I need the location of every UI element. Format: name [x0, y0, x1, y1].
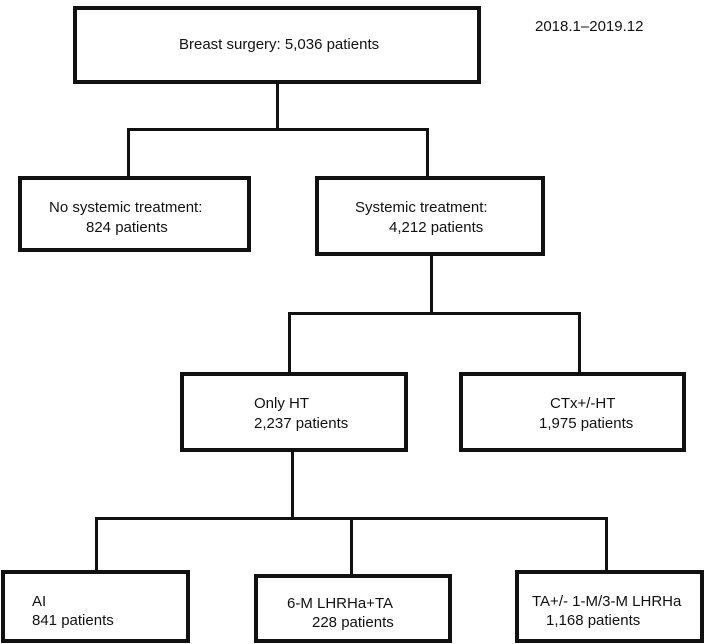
connector-level2-horizontal: [288, 312, 581, 315]
node-label: Systemic treatment:: [355, 199, 488, 216]
node-count: 4,212 patients: [389, 219, 484, 236]
node-label: Only HT: [254, 395, 310, 412]
connector-to-lhrha-ta: [350, 517, 353, 575]
connector-to-systemic: [426, 128, 429, 177]
connector-to-ctx-ht: [578, 312, 581, 373]
node-label: No systemic treatment:: [49, 199, 203, 216]
node-label: CTx+/-HT: [550, 395, 616, 412]
connector-to-only-ht: [288, 312, 291, 373]
connector-systemic-down: [430, 253, 433, 313]
node-count: 841 patients: [32, 612, 114, 629]
date-range-label: 2018.1–2019.12: [535, 18, 644, 35]
connector-root-down: [276, 82, 279, 129]
connector-level1-horizontal: [127, 128, 429, 131]
node-count: 1,168 patients: [546, 612, 641, 629]
node-count: 824 patients: [86, 219, 168, 236]
node-count: 228 patients: [312, 614, 394, 631]
node-label: 6-M LHRHa+TA: [287, 595, 393, 612]
connector-to-ta-lhrha: [605, 517, 608, 571]
node-6m-lhrha-ta: 6-M LHRHa+TA 228 patients: [254, 574, 452, 643]
node-ctx-ht: CTx+/-HT 1,975 patients: [459, 372, 686, 452]
connector-to-ai: [95, 517, 98, 571]
node-count: 1,975 patients: [539, 415, 634, 432]
node-label: AI: [32, 593, 47, 610]
node-systemic-treatment: Systemic treatment: 4,212 patients: [315, 176, 545, 256]
node-ai: AI 841 patients: [1, 570, 190, 643]
node-no-systemic-treatment: No systemic treatment: 824 patients: [18, 176, 251, 252]
node-label: Breast surgery: 5,036 patients: [179, 36, 380, 53]
node-breast-surgery: Breast surgery: 5,036 patients: [73, 6, 481, 84]
connector-to-no-systemic: [127, 128, 130, 177]
connector-only-ht-down: [291, 451, 294, 518]
node-only-ht: Only HT 2,237 patients: [180, 372, 408, 452]
node-label: TA+/- 1-M/3-M LHRHa: [532, 593, 682, 610]
node-ta-1m-3m-lhrha: TA+/- 1-M/3-M LHRHa 1,168 patients: [515, 570, 704, 643]
node-count: 2,237 patients: [254, 415, 349, 432]
